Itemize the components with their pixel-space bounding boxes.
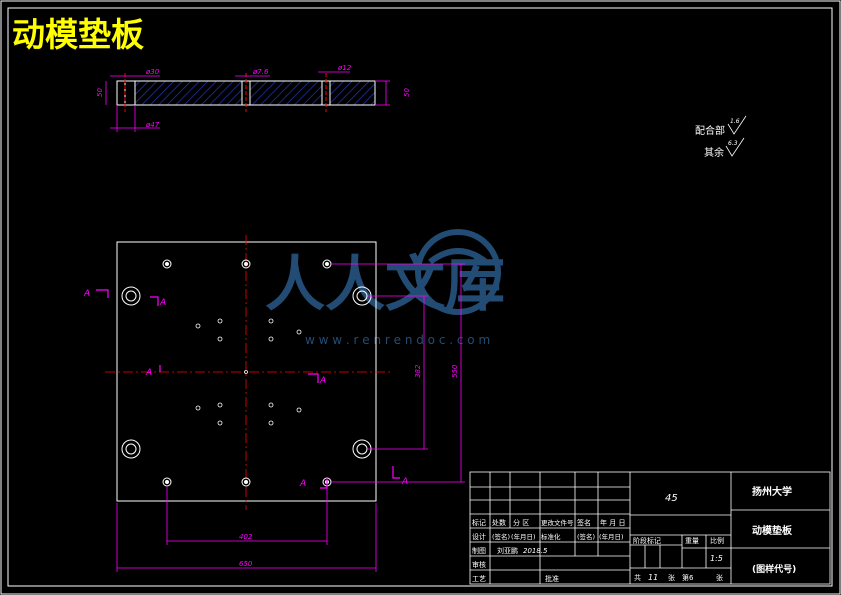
ejector-holes xyxy=(195,318,302,426)
tb-label-change: 更改文件号 xyxy=(541,518,574,527)
section-mark-4: A xyxy=(319,376,326,386)
tb-material: 45 xyxy=(665,493,678,504)
dim-side-top-2: ø7.6 xyxy=(252,68,269,76)
dim-lines-bottom xyxy=(116,487,377,572)
tb-sheet-no: 第6 xyxy=(682,573,694,582)
tb-scale-value: 1:5 xyxy=(710,554,723,563)
tb-label-mark: 标记 xyxy=(472,518,486,527)
dim-plan-right-inner: 382 xyxy=(414,364,422,378)
tb-design-date: (年月日) xyxy=(511,532,536,541)
dim-side-top-3: ø12 xyxy=(337,64,352,72)
drawing-title: 动模垫板 xyxy=(12,15,144,54)
tb-design-sign: (签名) xyxy=(492,532,510,541)
tb-university: 扬州大学 xyxy=(752,485,792,498)
tb-standardize-label: 标准化 xyxy=(541,532,561,541)
dim-plan-bottom-inner: 402 xyxy=(239,533,253,541)
tb-total-prefix: 共 xyxy=(634,573,641,582)
roughness-mating-value: 1.6 xyxy=(730,118,740,125)
tb-part-name: 动模垫板 xyxy=(752,524,793,537)
roughness-notes: 配合部 1.6 其余 6.3 xyxy=(695,115,747,159)
plan-view: A A A A A A 402 650 382 550 xyxy=(83,235,465,572)
tb-sheet-prefix: 张 xyxy=(668,573,675,582)
watermark-text: 人人文库 xyxy=(265,250,505,320)
tb-scale-label: 比例 xyxy=(710,536,724,545)
tb-label-zone: 分 区 xyxy=(513,518,529,527)
tb-draw-date: 2018.5 xyxy=(523,547,548,555)
dim-side-top-1: ø30 xyxy=(145,68,160,76)
watermark: 人人文库 w w w . r e n r e n d o c . c o m xyxy=(265,229,505,347)
tb-stage-label: 阶段标记 xyxy=(633,536,661,545)
side-hole-left xyxy=(116,80,136,106)
dim-plan-right-outer: 550 xyxy=(451,364,459,378)
section-mark-3: A xyxy=(145,368,152,378)
tb-design-label: 设计 xyxy=(472,532,486,541)
dim-side-bottom: ø47 xyxy=(145,121,160,129)
tb-process-label: 工艺 xyxy=(472,575,486,583)
roughness-mating-label: 配合部 xyxy=(695,124,725,137)
section-mark-1: A xyxy=(83,289,90,299)
tb-standardize-date: (年月日) xyxy=(599,532,624,541)
tb-review-label: 审核 xyxy=(472,560,486,569)
tb-drawing-no: (图样代号) xyxy=(752,563,796,575)
dim-side-right: 50 xyxy=(403,88,411,97)
tb-weight-label: 重量 xyxy=(685,537,699,545)
roughness-other-label: 其余 xyxy=(704,146,724,159)
tb-label-date: 年 月 日 xyxy=(600,518,625,527)
tb-drawer: 刘亚鹏 xyxy=(497,546,518,555)
watermark-url: w w w . r e n r e n d o c . c o m xyxy=(305,333,490,347)
tb-sheet-suffix: 张 xyxy=(716,573,723,582)
guide-hole xyxy=(121,439,141,459)
section-mark-5: A xyxy=(299,479,306,489)
dim-lines-right xyxy=(332,263,465,483)
tb-draw-label: 制图 xyxy=(472,546,486,555)
section-mark-2: A xyxy=(159,298,166,308)
title-block-text: 45 扬州大学 动模垫板 (图样代号) 标记 处数 分 区 更改文件号 签名 年… xyxy=(472,485,796,583)
inner-frame xyxy=(7,7,833,587)
tb-standardize-sign: (签名) xyxy=(577,532,595,541)
tb-approve-label: 批准 xyxy=(545,574,559,583)
roughness-other-value: 6.3 xyxy=(728,140,738,147)
guide-hole xyxy=(121,286,141,306)
tb-label-count: 处数 xyxy=(492,518,506,527)
title-block xyxy=(469,471,831,585)
tb-total-sheets: 11 xyxy=(648,573,658,582)
plate-outline xyxy=(116,241,377,502)
dim-plan-bottom-outer: 650 xyxy=(239,560,253,568)
side-view: ø30 ø7.6 ø12 ø47 50 50 xyxy=(96,64,411,132)
tb-label-sign: 签名 xyxy=(577,518,591,527)
dim-side-left: 50 xyxy=(96,88,104,97)
